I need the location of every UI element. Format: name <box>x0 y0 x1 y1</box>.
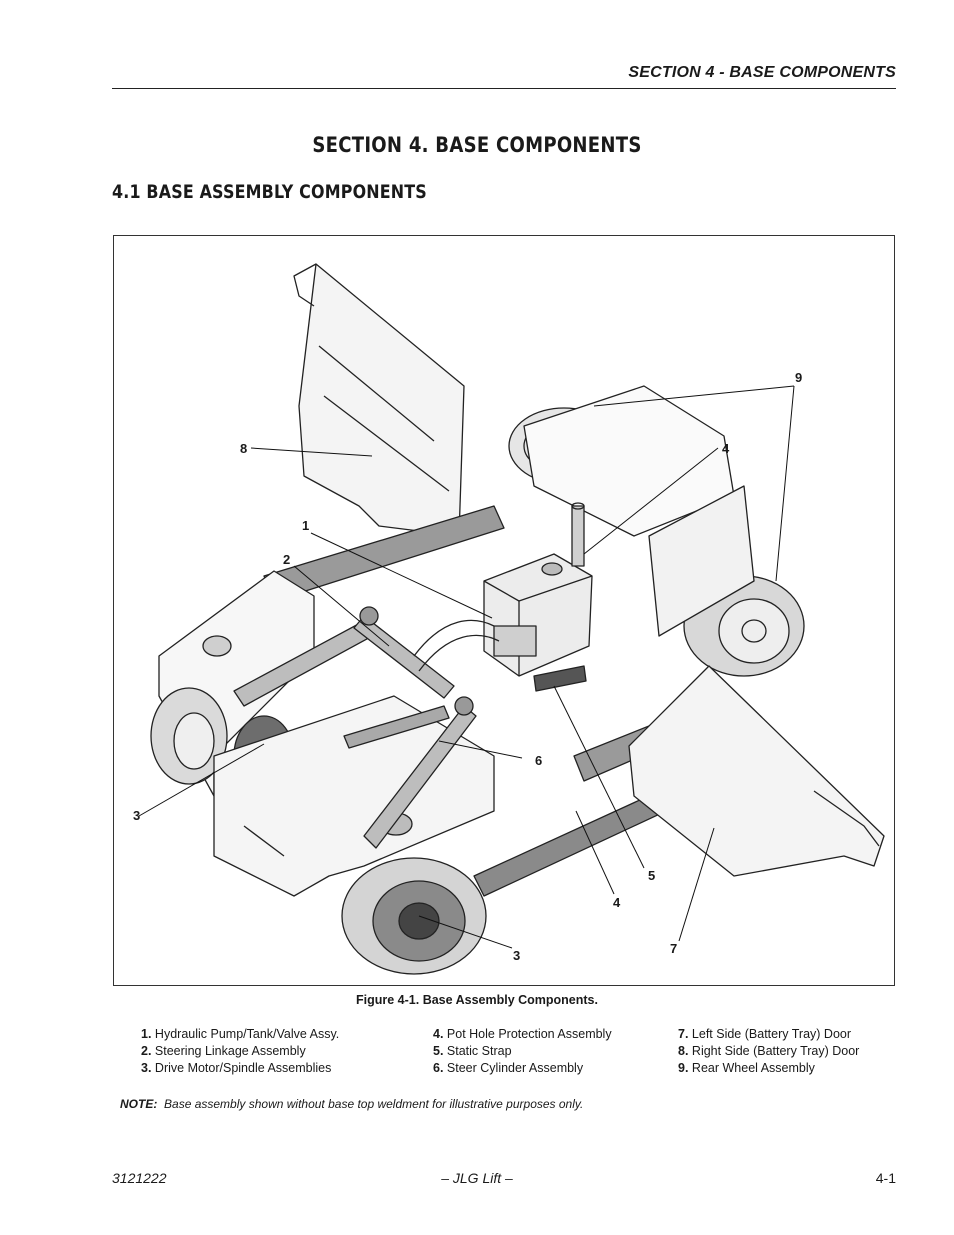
callout-9: 9 <box>795 370 803 385</box>
legend-column-2: 4. Pot Hole Protection Assembly 5. Stati… <box>433 1026 612 1077</box>
callout-3-bottom: 3 <box>513 948 521 963</box>
legend-item: 8. Right Side (Battery Tray) Door <box>678 1044 860 1058</box>
legend-item: 2. Steering Linkage Assembly <box>141 1044 306 1058</box>
footer-center: – JLG Lift – <box>441 1170 513 1186</box>
legend-item: 7. Left Side (Battery Tray) Door <box>678 1027 852 1041</box>
callout-7: 7 <box>670 941 678 956</box>
note-text: Base assembly shown without base top wel… <box>164 1097 584 1111</box>
section-title: SECTION 4. BASE COMPONENTS <box>312 133 642 157</box>
callout-2: 2 <box>283 552 291 567</box>
legend-column-1: 1. Hydraulic Pump/Tank/Valve Assy. 2. St… <box>141 1026 339 1077</box>
legend-item: 9. Rear Wheel Assembly <box>678 1061 815 1075</box>
legend-column-3: 7. Left Side (Battery Tray) Door 8. Righ… <box>678 1026 859 1077</box>
legend-item: 6. Steer Cylinder Assembly <box>433 1061 584 1075</box>
callout-1: 1 <box>302 518 310 533</box>
note-label: NOTE: <box>120 1097 158 1111</box>
header-rule <box>112 88 896 89</box>
figure-box: 9 8 4 1 2 6 3 5 4 3 7 <box>113 235 895 986</box>
legend-item: 4. Pot Hole Protection Assembly <box>433 1027 612 1041</box>
callout-8: 8 <box>240 441 248 456</box>
callout-5: 5 <box>648 868 656 883</box>
callout-6: 6 <box>535 753 543 768</box>
note: NOTE: Base assembly shown without base t… <box>120 1097 583 1111</box>
footer-doc-number: 3121222 <box>112 1170 167 1186</box>
callout-4-top: 4 <box>722 441 730 456</box>
figure-caption: Figure 4-1. Base Assembly Components. <box>356 993 598 1007</box>
page-header-title: SECTION 4 - BASE COMPONENTS <box>628 64 896 81</box>
base-assembly-illustration <box>138 263 885 975</box>
callout-3-left: 3 <box>133 808 141 823</box>
callout-4-bottom: 4 <box>613 895 621 910</box>
legend-item: 1. Hydraulic Pump/Tank/Valve Assy. <box>141 1027 340 1041</box>
legend-item: 5. Static Strap <box>433 1044 512 1058</box>
legend-item: 3. Drive Motor/Spindle Assemblies <box>141 1061 332 1075</box>
subsection-title: 4.1 BASE ASSEMBLY COMPONENTS <box>112 182 427 203</box>
footer-page-number: 4-1 <box>875 1170 896 1186</box>
